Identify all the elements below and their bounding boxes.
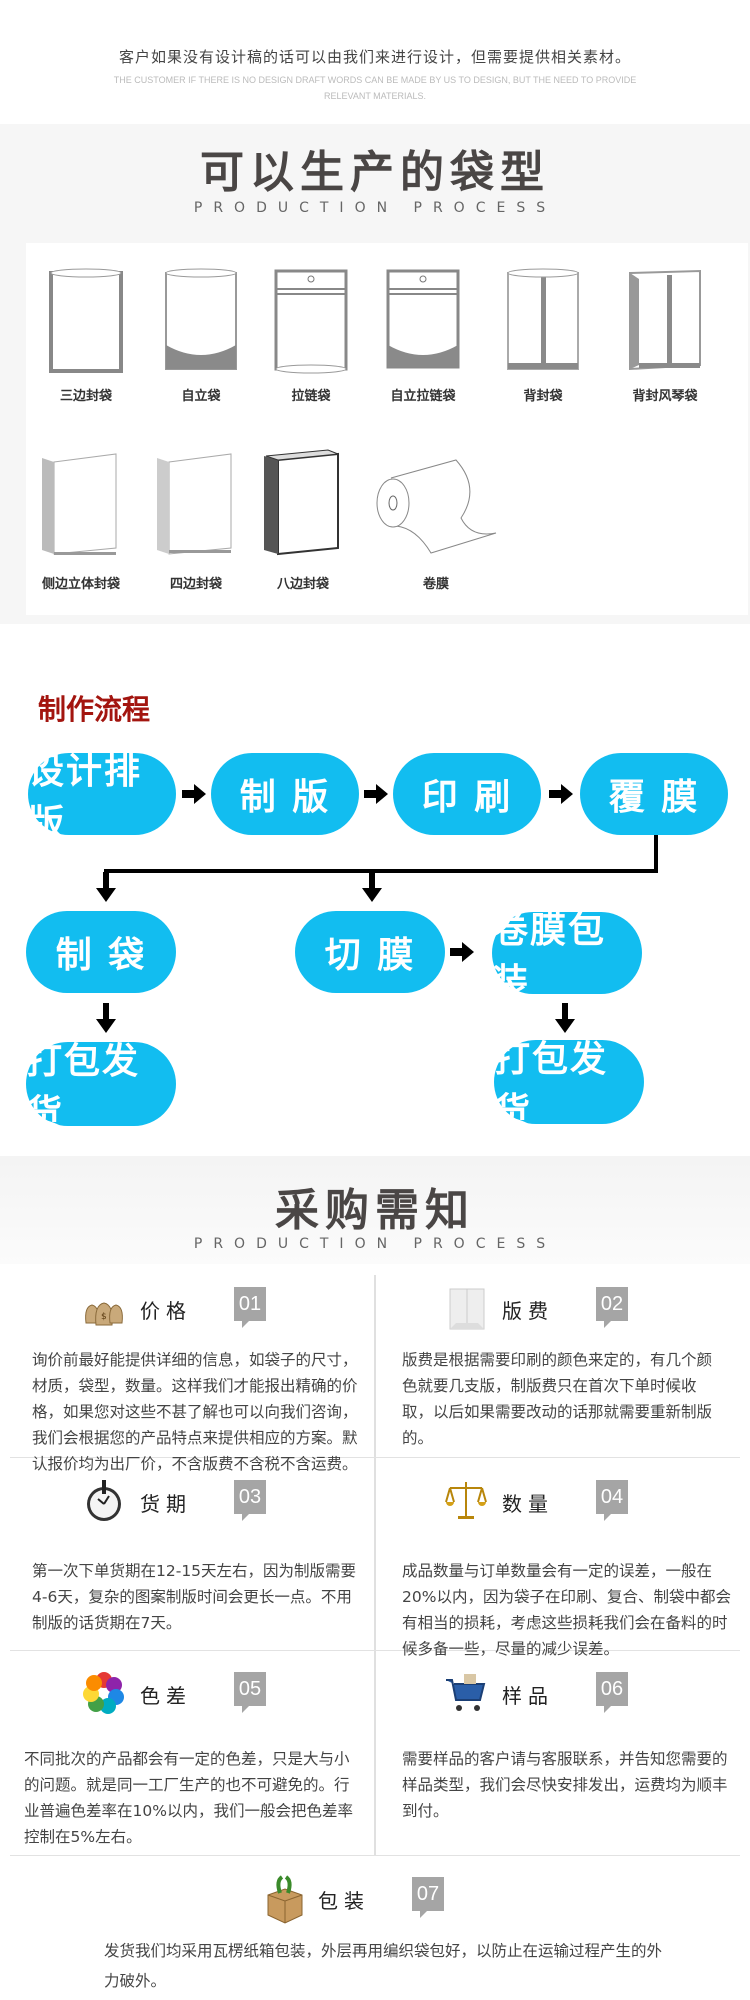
- note-label: 货期: [140, 1492, 192, 1516]
- bag-label: 侧边立体封袋: [41, 577, 120, 592]
- flow-step-design: 设计排版: [28, 751, 176, 844]
- note-label: 样品: [502, 1684, 554, 1708]
- row-divider: [10, 1457, 740, 1458]
- money-bags-icon: $: [85, 1302, 123, 1326]
- bag-label: 背封风琴袋: [632, 389, 698, 404]
- bag-types-panel: 三边封袋 自立袋 拉链袋 自立拉链袋 背封袋 背封风琴袋 侧边立体封袋 四边封袋…: [26, 243, 748, 615]
- zipper-bag-icon: [274, 269, 348, 374]
- connector-line: [654, 835, 658, 873]
- bag-section-title: 可以生产的袋型: [200, 147, 550, 198]
- note-number-badge: 02: [596, 1287, 628, 1328]
- bag-label: 八边封袋: [276, 577, 329, 592]
- stand-up-bag-icon: [165, 268, 237, 370]
- note-number-badge: 07: [412, 1877, 444, 1918]
- bag-label: 自立拉链袋: [390, 389, 456, 404]
- flow-step-plate: 制 版: [211, 753, 359, 835]
- shopping-cart-icon: [446, 1674, 486, 1711]
- color-wheel-icon: [83, 1672, 124, 1714]
- note-number-badge: 03: [234, 1480, 266, 1521]
- bag-label: 卷膜: [422, 577, 449, 592]
- note-label: 色差: [140, 1684, 192, 1708]
- bag-item: 卷膜: [366, 448, 506, 592]
- bag-item: 三边封袋: [31, 265, 141, 404]
- bag-item: 拉链袋: [256, 265, 366, 404]
- paper-bag-icon: [449, 1288, 485, 1330]
- note-number-badge: 06: [596, 1672, 628, 1713]
- scale-icon: [445, 1482, 487, 1519]
- bag-item: 八边封袋: [248, 448, 358, 592]
- side-gusset-bag-icon: [42, 453, 117, 555]
- intro-text-cn: 客户如果没有设计稿的话可以由我们来进行设计，但需要提供相关素材。: [118, 48, 631, 66]
- bag-item: 背封袋: [488, 265, 598, 404]
- notes-band: [0, 1156, 750, 1264]
- three-side-seal-bag-icon: [49, 268, 123, 373]
- row-divider: [10, 1855, 740, 1856]
- back-seal-bag-icon: [507, 268, 579, 370]
- bag-item: 自立拉链袋: [368, 265, 478, 404]
- bag-item: 侧边立体封袋: [26, 448, 136, 592]
- cardboard-box-icon: [267, 1875, 303, 1924]
- arrow-right-icon: [182, 784, 206, 804]
- stand-up-zipper-bag-icon: [386, 269, 460, 369]
- flow-step-ship-left: 打包发货: [26, 1041, 176, 1134]
- roll-film-icon: [376, 459, 497, 554]
- bag-item: 四边封袋: [141, 448, 251, 592]
- arrow-right-icon: [549, 784, 573, 804]
- svg-text:$: $: [101, 1312, 107, 1322]
- flow-title: 制作流程: [38, 693, 151, 726]
- notes-subtitle: PRODUCTION PROCESS: [193, 1236, 557, 1252]
- note-number-badge: 01: [234, 1287, 266, 1328]
- note-text: 成品数量与订单数量会有一定的误差，一般在20%以内，因为袋子在印刷、复合、制袋中…: [402, 1562, 731, 1658]
- flow-step-bag-making: 制 袋: [26, 911, 176, 993]
- bag-label: 三边封袋: [59, 389, 112, 404]
- bag-label: 背封袋: [523, 389, 563, 404]
- arrow-down-icon: [555, 1003, 575, 1033]
- note-label: 数量: [502, 1492, 554, 1516]
- note-label: 价格: [140, 1299, 192, 1323]
- flow-step-laminate: 覆 膜: [580, 753, 728, 835]
- flow-step-roll-pack: 卷膜包装: [492, 910, 642, 1003]
- flow-step-print: 印 刷: [393, 753, 541, 835]
- note-text: 不同批次的产品都会有一定的色差，只是大与小的问题。就是同一工厂生产的也不可避免的…: [24, 1750, 353, 1846]
- note-text: 第一次下单货期在12-15天左右，因为制版需要4-6天，复杂的图案制版时间会更长…: [32, 1562, 357, 1632]
- notes-title: 采购需知: [275, 1185, 475, 1236]
- arrow-down-icon: [96, 872, 116, 902]
- note-number-badge: 05: [234, 1672, 266, 1713]
- back-seal-gusset-bag-icon: [629, 269, 701, 371]
- intro-text-en: THE CUSTOMER IF THERE IS NO DESIGN DRAFT…: [113, 75, 637, 101]
- arrow-right-icon: [364, 784, 388, 804]
- note-text: 发货我们均采用瓦楞纸箱包装，外层再用编织袋包好，以防止在运输过程产生的外力破外。: [104, 1942, 663, 1990]
- bag-item: 背封风琴袋: [610, 265, 720, 404]
- note-label: 包装: [318, 1889, 370, 1913]
- note-label: 版费: [502, 1299, 554, 1323]
- arrow-right-icon: [450, 942, 474, 962]
- note-number-badge: 04: [596, 1480, 628, 1521]
- arrow-down-icon: [96, 1003, 116, 1033]
- bag-label: 自立袋: [181, 389, 221, 404]
- bag-label: 拉链袋: [291, 389, 331, 404]
- row-divider: [10, 1650, 740, 1651]
- bag-label: 四边封袋: [169, 577, 222, 592]
- connector-line: [104, 869, 658, 873]
- flow-step-cut-film: 切 膜: [295, 911, 445, 993]
- note-text: 版费是根据需要印刷的颜色来定的，有几个颜色就要几支版，制版费只在首次下单时候收取…: [402, 1351, 713, 1447]
- eight-side-seal-bag-icon: [264, 449, 339, 556]
- bag-section-subtitle: PRODUCTION PROCESS: [193, 200, 557, 216]
- note-text: 询价前最好能提供详细的信息，如袋子的尺寸，材质，袋型，数量。这样我们才能报出精确…: [32, 1351, 358, 1473]
- column-divider: [374, 1275, 376, 1855]
- bag-item: 自立袋: [146, 265, 256, 404]
- clock-icon: [87, 1480, 121, 1521]
- arrow-down-icon: [362, 872, 382, 902]
- note-text: 需要样品的客户请与客服联系，并告知您需要的样品类型，我们会尽快安排发出，运费均为…: [402, 1750, 728, 1820]
- four-side-seal-bag-icon: [157, 453, 232, 555]
- flow-step-ship-right: 打包发货: [494, 1039, 644, 1132]
